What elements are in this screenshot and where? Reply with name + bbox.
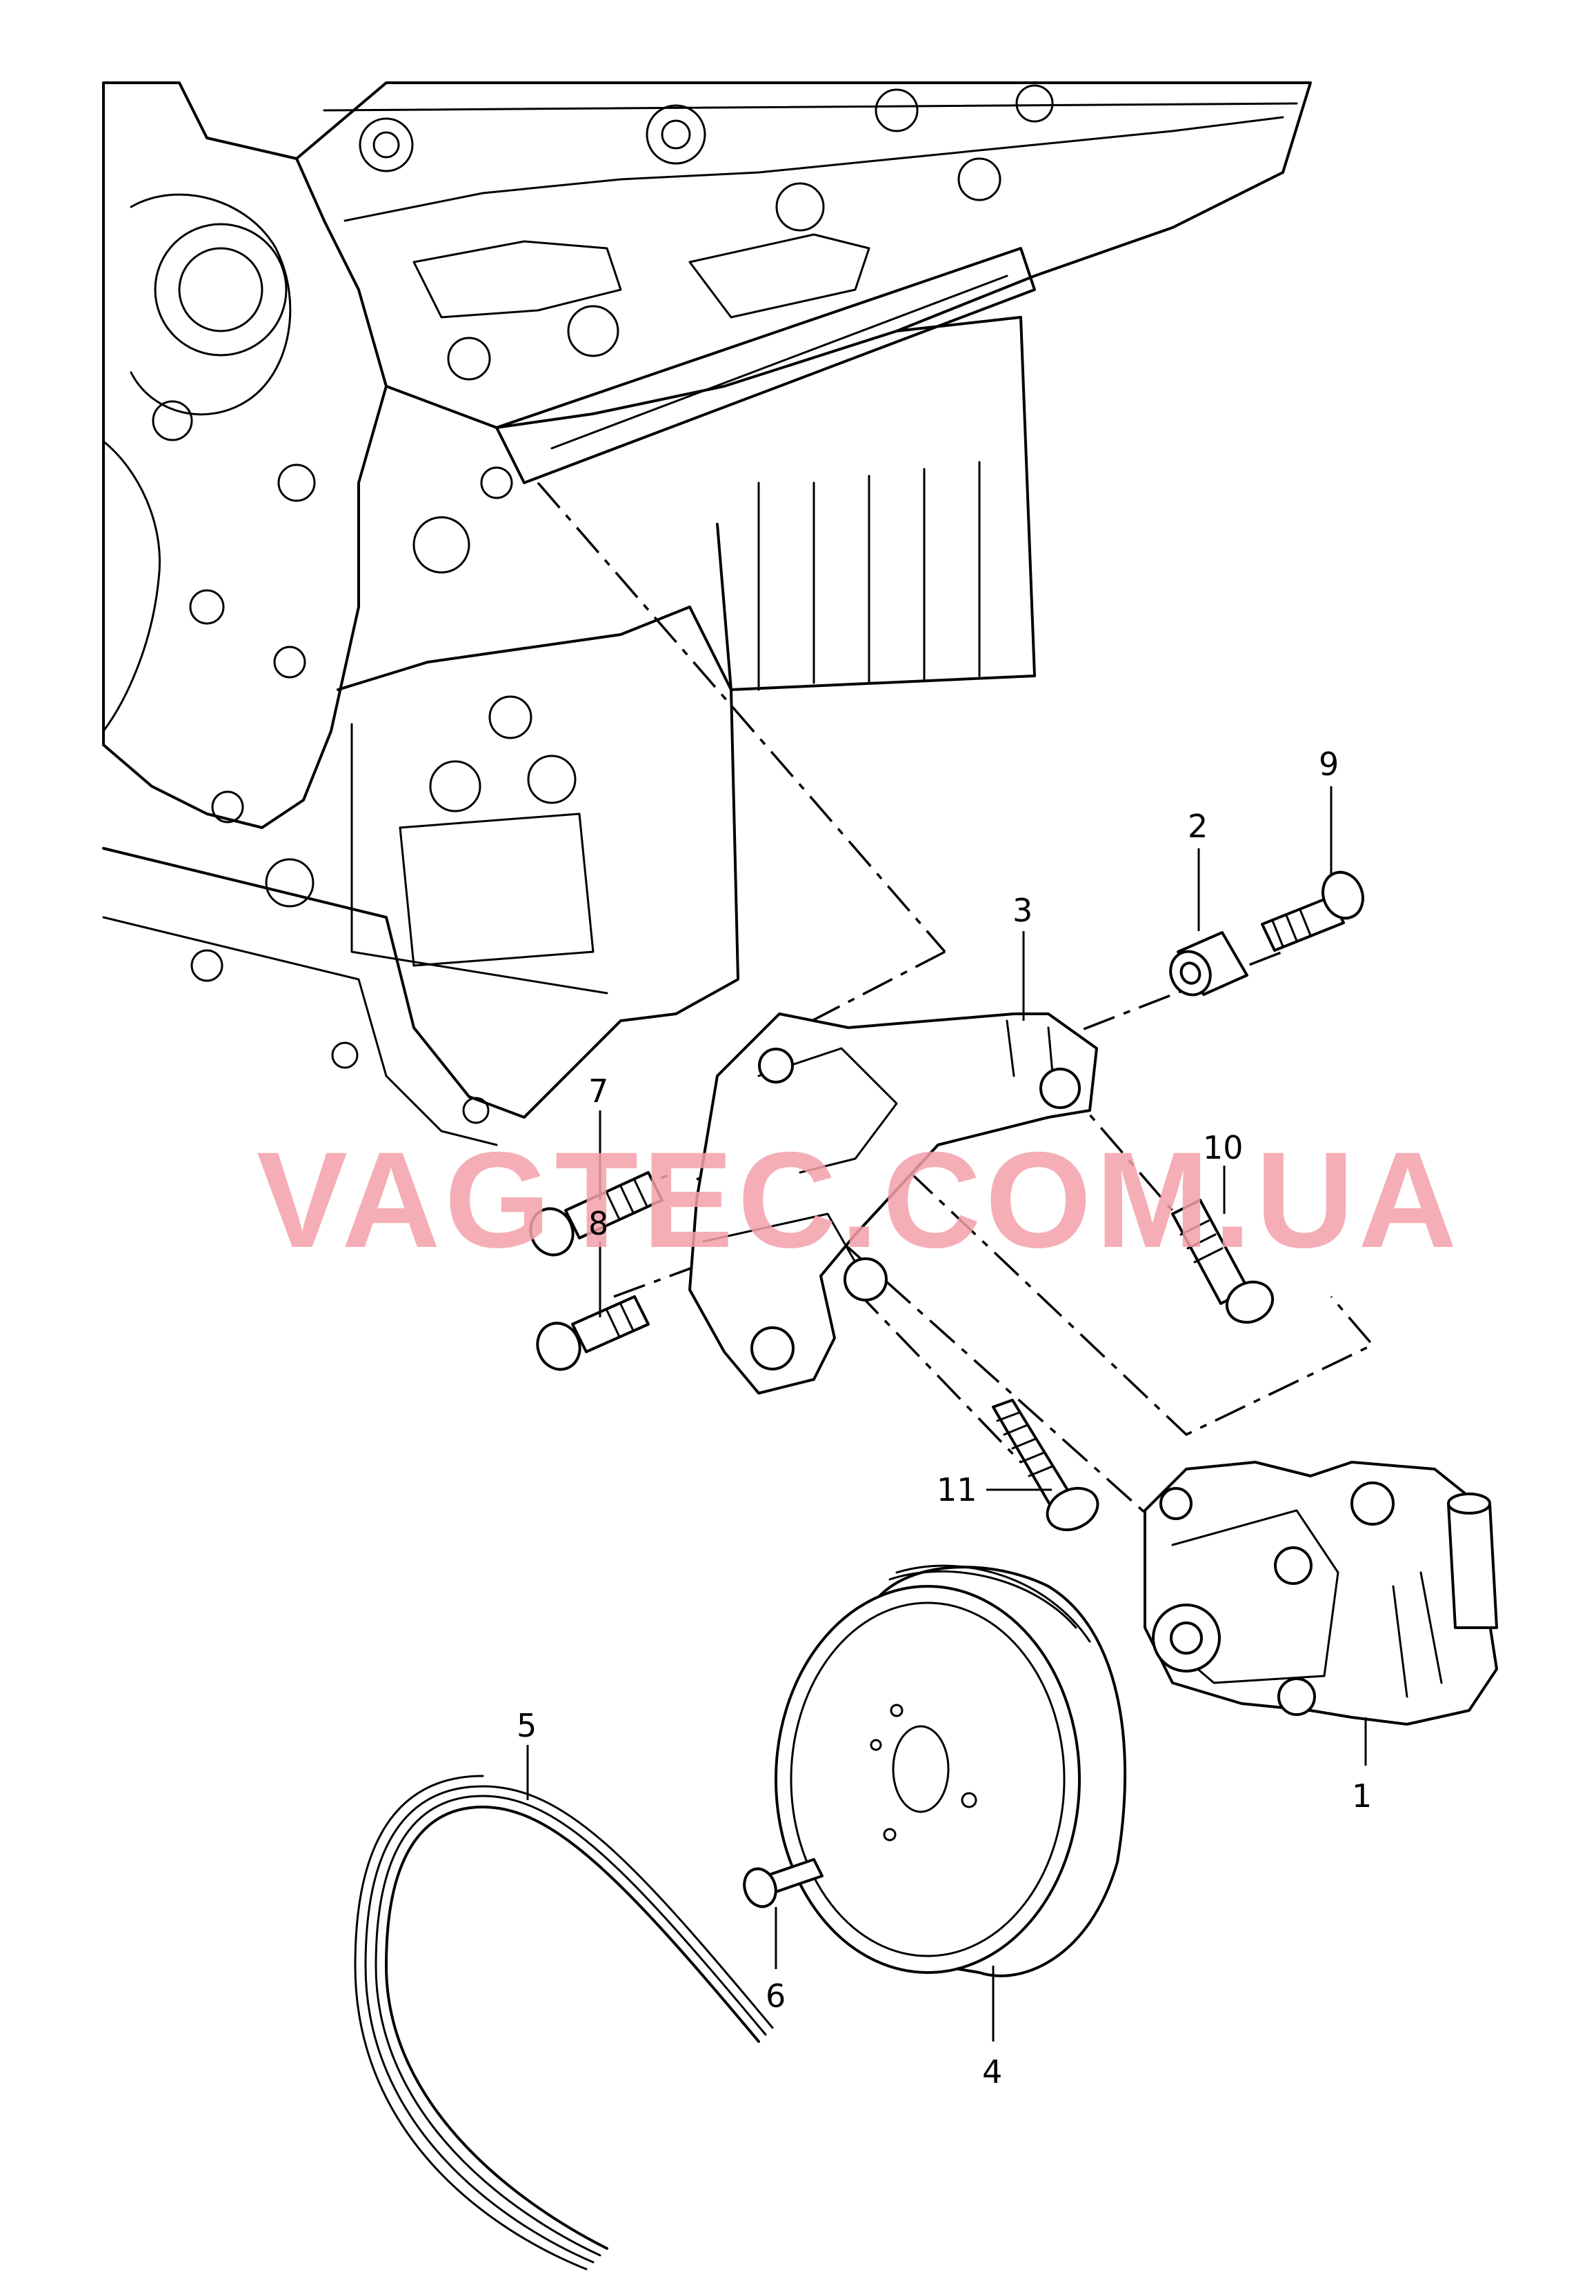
ribbed-belt [354,1745,774,2270]
callout-9: 9 [1319,746,1339,783]
callout-7: 7 [588,1072,608,1110]
watermark-text: VAGTEC.COM.UA [257,1124,1461,1276]
callout-11: 11 [937,1471,977,1508]
callout-5: 5 [517,1707,537,1744]
power-steering-pump [1144,1461,1498,1766]
leader-lines [599,786,1333,1491]
alignment-lines [537,481,1375,1533]
callout-8: 8 [588,1205,608,1242]
callout-10: 10 [1203,1129,1244,1166]
pulley-screw [743,1858,824,1969]
callout-4: 4 [982,2053,1002,2090]
callout-3: 3 [1013,892,1033,929]
callout-6: 6 [766,1977,786,2015]
callout-labels: 1 2 3 4 5 6 7 8 9 10 11 [517,746,1372,2090]
bolt-10 [1171,1199,1275,1324]
bolt-7 [529,1171,664,1257]
pulley [775,1564,1127,2042]
screw-11 [992,1399,1099,1532]
bolt-9 [1261,870,1364,952]
bolt-8 [536,1295,650,1371]
engine-block [102,81,1312,1146]
bracket [688,1012,1098,1395]
bushing [1169,931,1248,997]
callout-2: 2 [1188,808,1208,845]
callout-1: 1 [1352,1777,1372,1815]
